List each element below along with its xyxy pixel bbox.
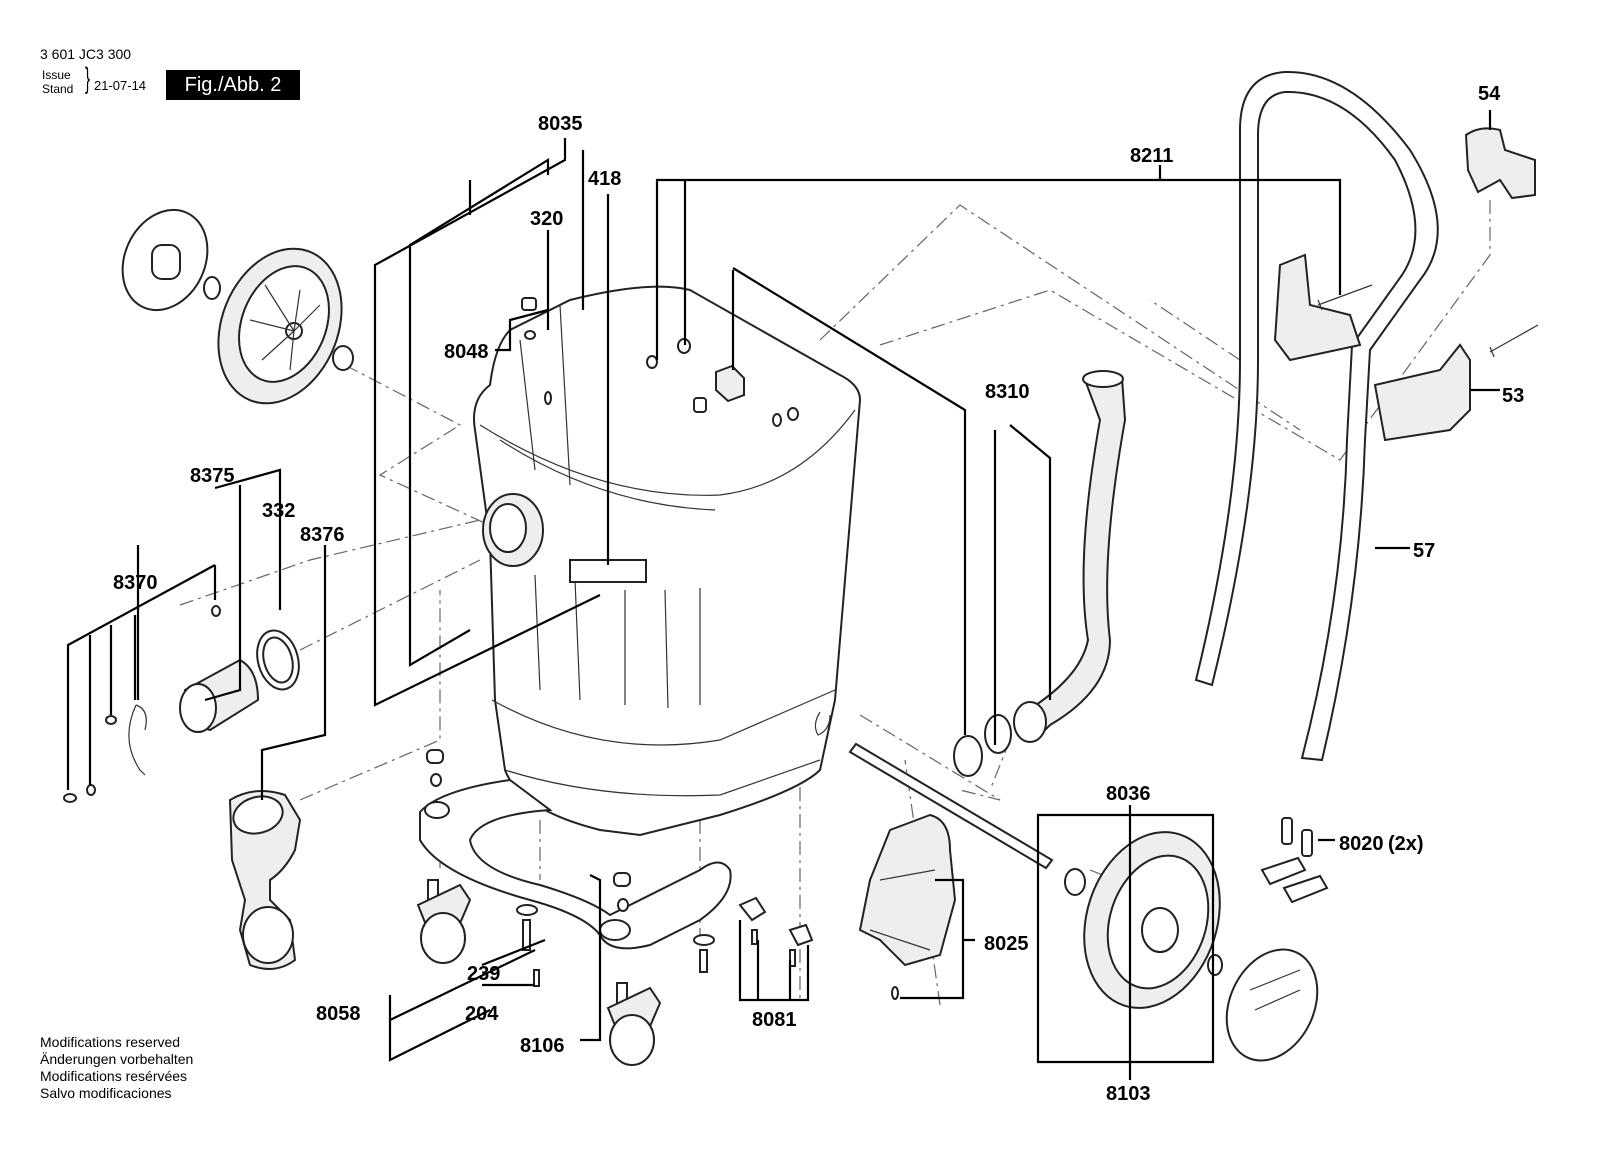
- hub-cap-boss: [151, 244, 181, 280]
- plate-1: [1260, 856, 1307, 886]
- axle: [848, 742, 1054, 870]
- modifications-fr: Modifications resérvées: [40, 1068, 188, 1084]
- bracket-8025-group: [858, 813, 957, 1000]
- handle-group: [1194, 70, 1539, 762]
- caster-1: [416, 879, 472, 964]
- screws-8081: [516, 896, 814, 987]
- wheel-left-face: [238, 265, 330, 383]
- push-handle: [1194, 70, 1439, 762]
- issue-date: 21-07-14: [94, 78, 147, 93]
- issue-label: Issue: [42, 68, 71, 82]
- callout-8035: 8035: [538, 113, 583, 135]
- screw-handle-2: [1489, 324, 1539, 358]
- bracket-8025: [858, 813, 957, 967]
- callout-8081: 8081: [752, 1009, 797, 1031]
- screw-8370: [63, 793, 77, 803]
- callout-8020-qty: (2x): [1388, 833, 1424, 855]
- callout-8036: 8036: [1106, 783, 1151, 805]
- stand-label: Stand: [42, 82, 74, 96]
- callout-8058: 8058: [316, 1003, 361, 1025]
- screw-handle-1: [1317, 284, 1373, 311]
- hose-ring-2: [953, 735, 983, 777]
- plug-8048: [521, 297, 537, 311]
- wire-clip: [128, 704, 147, 776]
- callout-8310: 8310: [985, 381, 1030, 403]
- modifications-notice: Modifications reserved Änderungen vorbeh…: [40, 1034, 193, 1102]
- callout-8376: 8376: [300, 524, 345, 546]
- cap-239-1: [426, 749, 444, 764]
- callout-54: 54: [1478, 83, 1501, 105]
- issue-stand-label: Issue Stand: [42, 68, 73, 96]
- callout-8020: 8020: [1339, 833, 1384, 855]
- brace-glyph: }: [85, 62, 91, 95]
- caster-base-group: [416, 749, 814, 1066]
- hose-group: [953, 370, 1127, 777]
- modifications-es: Salvo modificaciones: [40, 1085, 172, 1101]
- callout-8211: 8211: [1130, 145, 1173, 167]
- wheel-washer: [332, 345, 354, 371]
- bracket-8211: [1273, 253, 1362, 362]
- handle-holder-53: [1373, 343, 1471, 442]
- hose-elbow: [1018, 373, 1127, 737]
- callout-418: 418: [588, 168, 621, 190]
- plates-group: [1260, 817, 1329, 904]
- callout-labels: 8035 418 320 8048 8211 54 53 57 8310 837…: [113, 83, 1524, 1105]
- caster-frame: [419, 778, 732, 950]
- callout-239: 239: [467, 963, 500, 985]
- hose-ring-1: [984, 714, 1012, 754]
- callout-8103: 8103: [1106, 1083, 1151, 1105]
- clamp-54: [1464, 127, 1536, 200]
- cap-239-2: [613, 872, 631, 887]
- container-body: [473, 285, 862, 837]
- modifications-de: Änderungen vorbehalten: [40, 1051, 194, 1067]
- callout-53: 53: [1502, 385, 1524, 407]
- callout-8375: 8375: [190, 465, 235, 487]
- callout-8106: 8106: [520, 1035, 565, 1057]
- axle-washer: [1064, 868, 1086, 896]
- retaining-ring-right: [1207, 954, 1223, 976]
- figure-label: Fig./Abb. 2: [166, 70, 300, 100]
- callout-8370: 8370: [113, 572, 158, 594]
- hose-socket-group: [63, 629, 302, 970]
- caster-2: [606, 982, 662, 1066]
- callout-8025: 8025: [984, 933, 1029, 955]
- callout-57: 57: [1413, 540, 1435, 562]
- modifications-en: Modifications reserved: [40, 1034, 181, 1050]
- callout-8048: 8048: [444, 341, 489, 363]
- dust-container-group: [473, 285, 862, 837]
- leader-lines: [66, 110, 1500, 1080]
- container-small-parts: [211, 297, 799, 617]
- left-wheel-group: [121, 208, 354, 405]
- retaining-ring: [203, 276, 221, 300]
- callout-204: 204: [465, 1003, 499, 1025]
- callout-320: 320: [530, 208, 563, 230]
- hub-cap-right: [1225, 948, 1319, 1062]
- doc-number: 3 601 JC3 300: [40, 46, 132, 62]
- callout-332: 332: [262, 500, 295, 522]
- plate-2: [1282, 874, 1329, 904]
- right-wheel-group: [848, 742, 1319, 1062]
